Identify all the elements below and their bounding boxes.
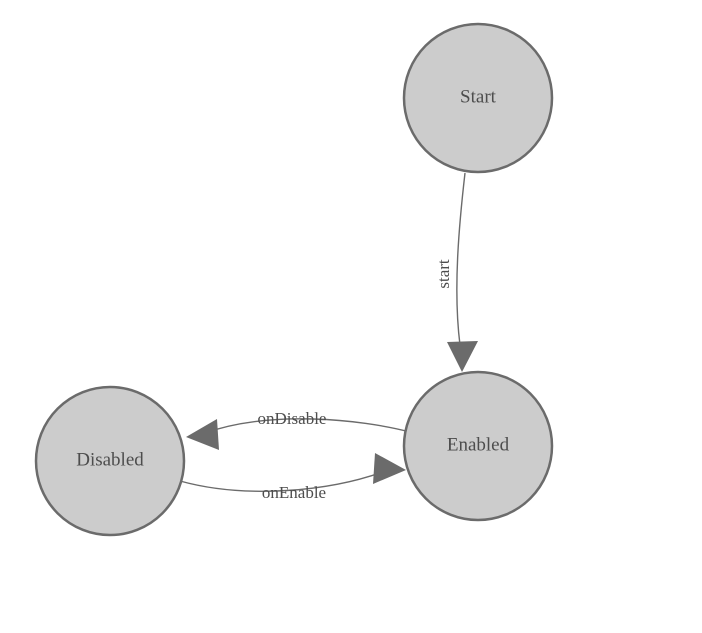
transition-label-onenable: onEnable: [262, 483, 326, 502]
arrowhead-left-icon: [186, 419, 219, 450]
state-node-start[interactable]: Start: [402, 22, 554, 174]
state-node-disabled[interactable]: Disabled: [34, 385, 186, 537]
state-node-enabled-circle: [402, 370, 554, 522]
transition-disabled-to-enabled[interactable]: onEnable: [179, 453, 406, 502]
state-node-disabled-label: Disabled: [76, 449, 144, 470]
state-node-disabled-circle: [34, 385, 186, 537]
transition-label-start: start: [434, 259, 453, 289]
transition-disabled-to-enabled-path: [179, 469, 389, 492]
state-node-start-circle: [402, 22, 554, 174]
transition-start-to-enabled[interactable]: start: [434, 172, 478, 372]
transition-start-to-enabled-path: [456, 172, 466, 346]
state-node-start-label: Start: [460, 86, 497, 107]
state-node-enabled-label: Enabled: [447, 434, 510, 455]
state-node-enabled[interactable]: Enabled: [402, 370, 554, 522]
transition-label-ondisable: onDisable: [258, 409, 327, 428]
arrowhead-down-icon: [447, 341, 478, 372]
arrowhead-right-icon: [373, 453, 406, 484]
transition-enabled-to-disabled-path: [204, 418, 411, 434]
transition-enabled-to-disabled[interactable]: onDisable: [186, 409, 411, 450]
